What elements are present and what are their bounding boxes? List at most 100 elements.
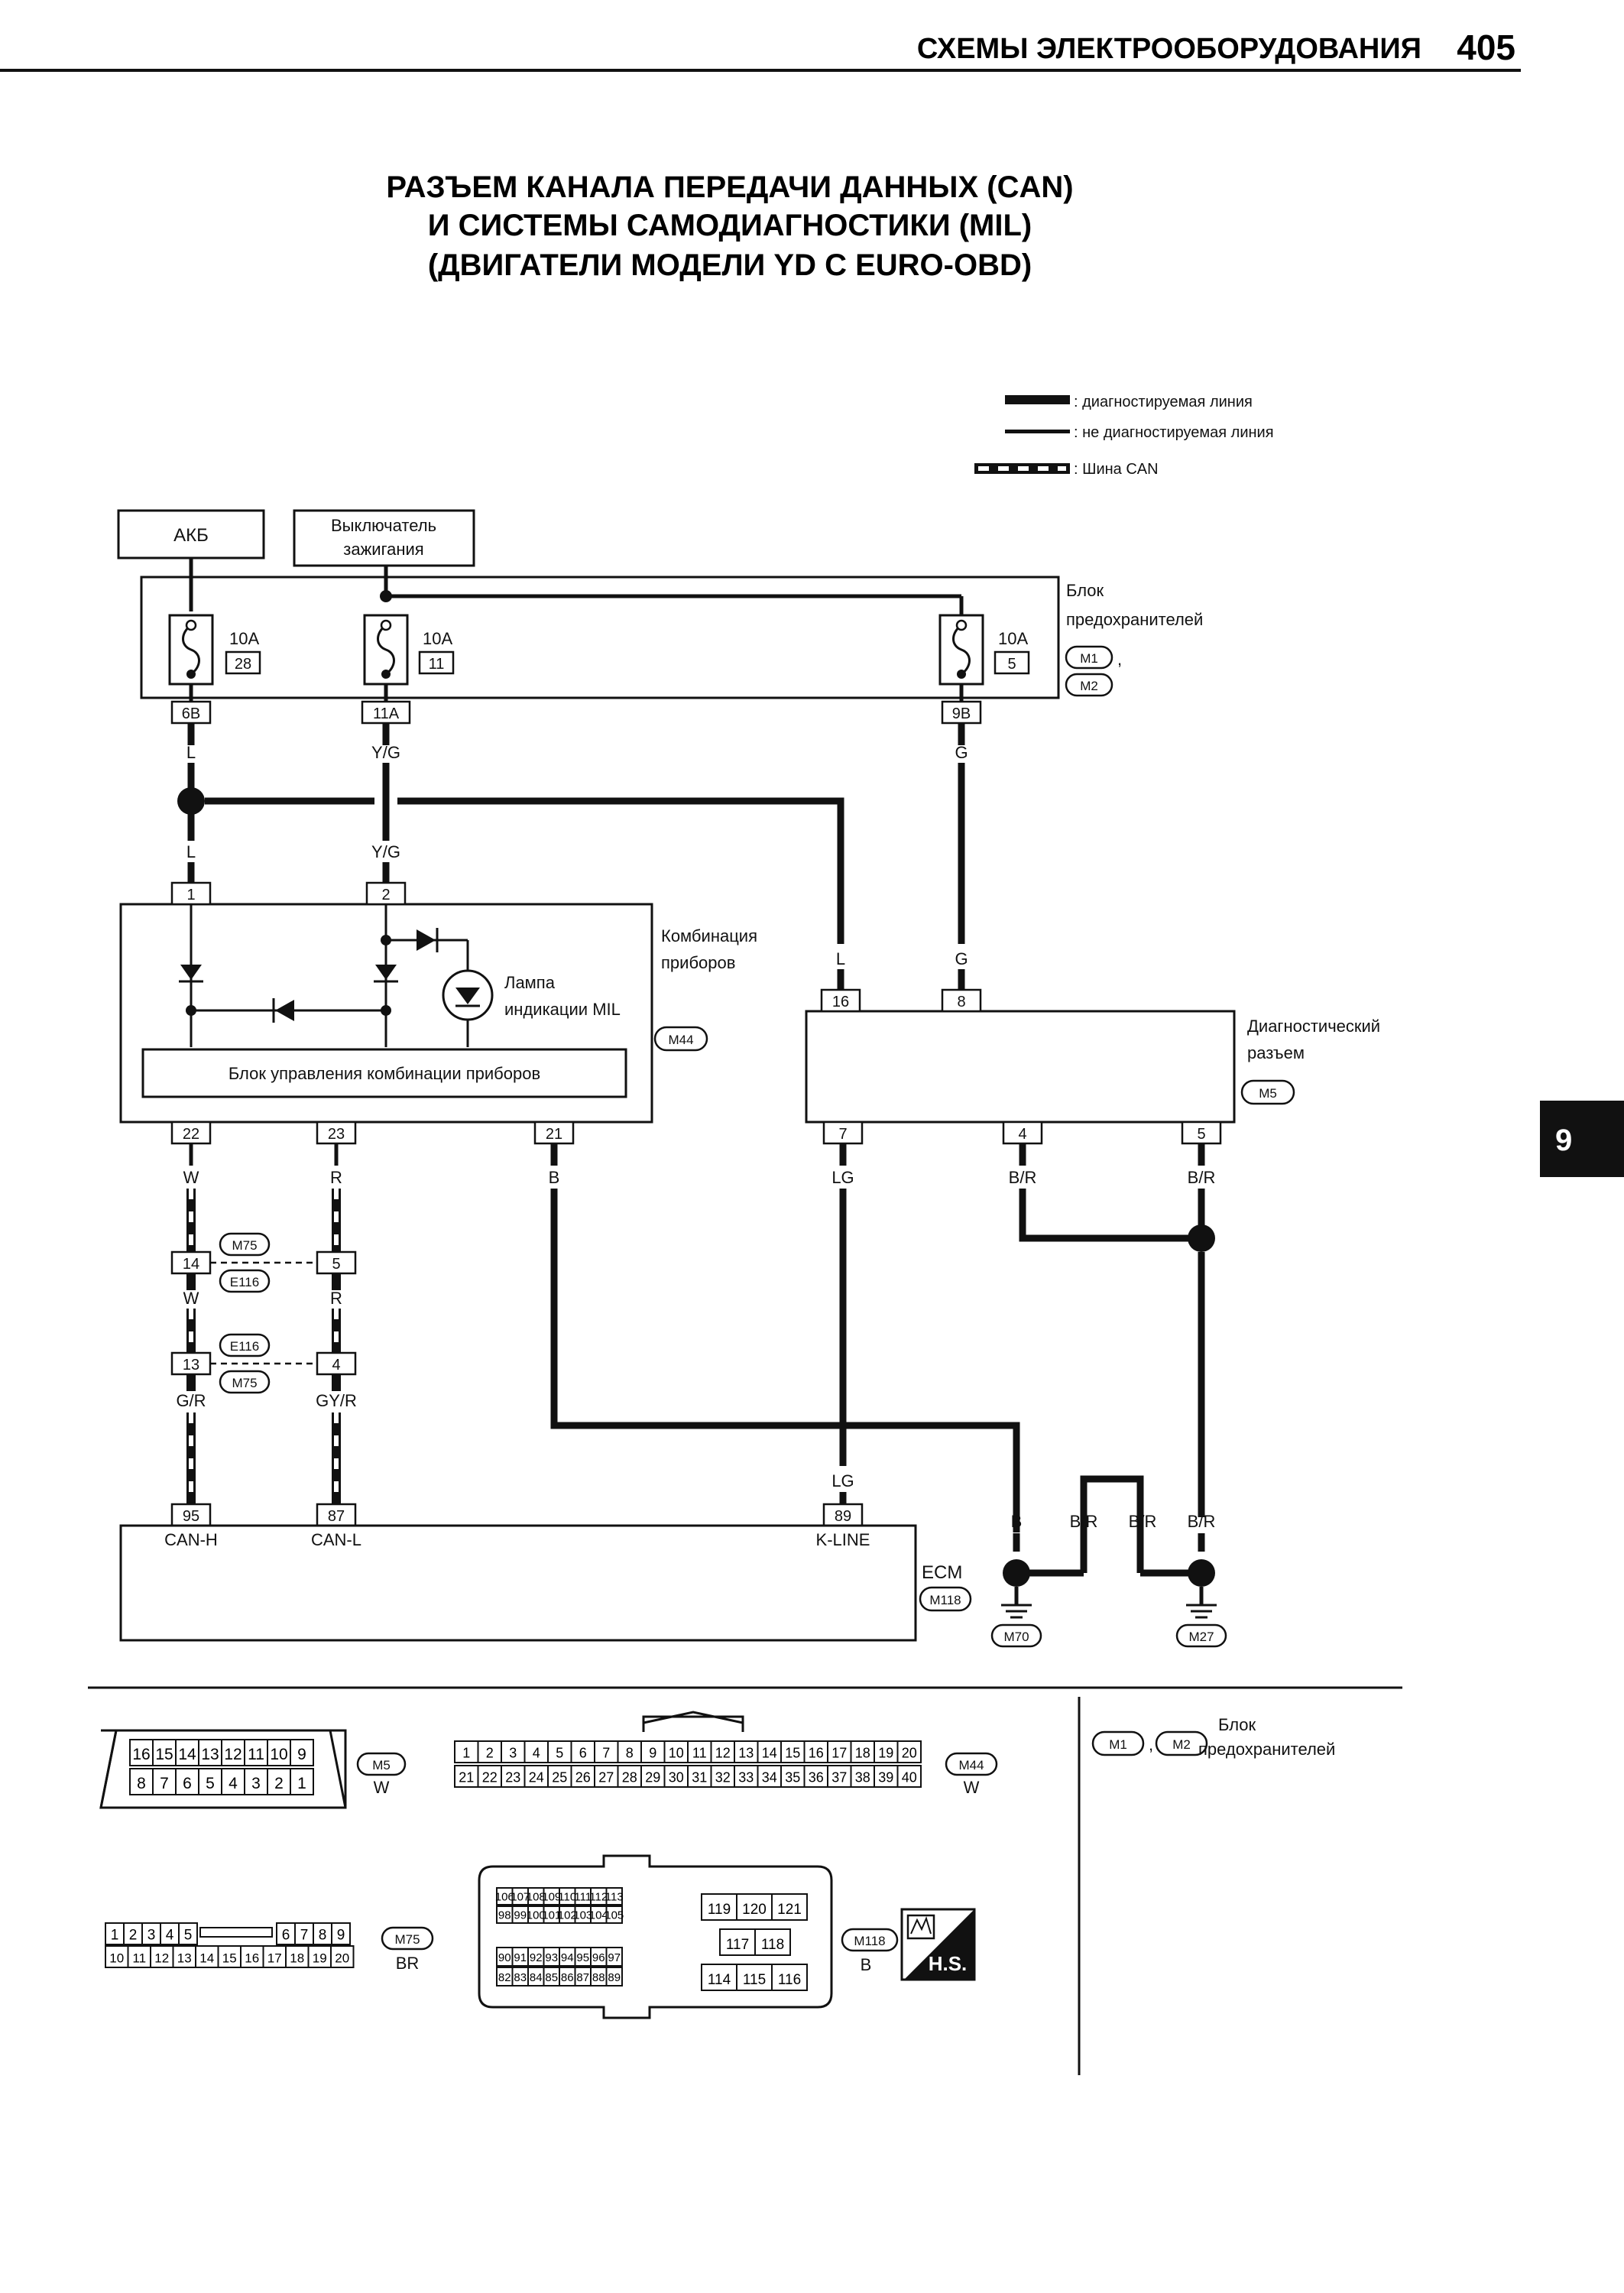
- fuse-note: M1 , M2 Блок предохранителей: [1091, 1715, 1335, 1759]
- svg-text:LG: LG: [831, 1471, 854, 1490]
- m118-cell-86: 86: [559, 1967, 576, 1987]
- title-line-3: (ДВИГАТЕЛИ МОДЕЛИ YD С EURO-OBD): [428, 248, 1032, 282]
- svg-text:16: 16: [245, 1951, 259, 1965]
- legend-diag-label: : диагностируемая линия: [1074, 394, 1253, 410]
- m118-cell-82: 82: [496, 1967, 514, 1987]
- m5-cell-13: 13: [198, 1739, 222, 1766]
- m44-cell-20: 20: [896, 1740, 922, 1763]
- svg-text:84: 84: [530, 1971, 543, 1984]
- ground-m27: M27: [1175, 1559, 1227, 1648]
- battery-box: [117, 509, 265, 559]
- m44-cell-2: 2: [477, 1740, 502, 1763]
- svg-text:7: 7: [160, 1775, 169, 1792]
- m44-cell-24: 24: [524, 1765, 549, 1788]
- legend-nondiag-swatch: [1005, 430, 1070, 433]
- svg-text:35: 35: [785, 1769, 800, 1785]
- svg-text:91: 91: [514, 1951, 527, 1964]
- m118-cell-118: 118: [754, 1928, 791, 1956]
- svg-text:88: 88: [592, 1971, 605, 1984]
- svg-text:7: 7: [838, 1126, 847, 1143]
- m44-cell-31: 31: [687, 1765, 712, 1788]
- pin-combo-23: 23: [316, 1121, 357, 1145]
- svg-text:29: 29: [645, 1769, 660, 1785]
- svg-text:24: 24: [529, 1769, 544, 1785]
- m5-cell-15: 15: [152, 1739, 177, 1766]
- svg-text:99: 99: [514, 1909, 527, 1922]
- svg-text:R: R: [330, 1289, 342, 1308]
- svg-text:17: 17: [831, 1745, 847, 1760]
- svg-text:Y/G: Y/G: [371, 743, 400, 762]
- legend-nondiag-label: : не диагностируемая линия: [1074, 424, 1274, 441]
- svg-text:M1: M1: [1080, 651, 1098, 666]
- m75-cell-1: 1: [105, 1922, 125, 1945]
- svg-text:112: 112: [589, 1891, 608, 1904]
- svg-text:2: 2: [381, 887, 390, 903]
- svg-text:CAN-L: CAN-L: [311, 1530, 361, 1549]
- svg-text:M75: M75: [232, 1238, 257, 1253]
- svg-text:19: 19: [878, 1745, 893, 1760]
- pin-diag-8: 8: [941, 988, 982, 1013]
- svg-text:7: 7: [602, 1745, 610, 1760]
- svg-text:107: 107: [511, 1891, 530, 1904]
- m44-cell-16: 16: [803, 1740, 828, 1763]
- svg-text:11: 11: [429, 656, 445, 673]
- m44-cell-9: 9: [640, 1740, 666, 1763]
- title-line-2: И СИСТЕМЫ САМОДИАГНОСТИКИ (MIL): [428, 209, 1032, 242]
- m118-cell-105: 105: [605, 1905, 624, 1924]
- fuse-block-label-1: Блок: [1066, 581, 1104, 600]
- ignition-box: [293, 509, 475, 567]
- m5-cell-10: 10: [267, 1739, 291, 1766]
- svg-text:14: 14: [762, 1745, 777, 1760]
- m75-cell-7: 7: [294, 1922, 314, 1945]
- jc-5: 5: [316, 1250, 357, 1275]
- m44-cell-32: 32: [710, 1765, 735, 1788]
- svg-text:6: 6: [579, 1745, 587, 1760]
- svg-text:28: 28: [235, 656, 251, 673]
- svg-text:M2: M2: [1172, 1737, 1191, 1752]
- svg-text:LG: LG: [831, 1168, 854, 1187]
- svg-text:B: B: [1011, 1512, 1023, 1531]
- svg-text:83: 83: [514, 1971, 527, 1984]
- svg-text:31: 31: [692, 1769, 707, 1785]
- svg-text:R: R: [330, 1168, 342, 1187]
- svg-text:22: 22: [183, 1126, 199, 1143]
- m5-cell-12: 12: [221, 1739, 245, 1766]
- m5-cell-14: 14: [175, 1739, 199, 1766]
- svg-text:1: 1: [462, 1745, 470, 1760]
- svg-text:121: 121: [777, 1902, 802, 1918]
- svg-text:G: G: [955, 743, 968, 762]
- m118-cell-91: 91: [511, 1947, 529, 1967]
- svg-text:2: 2: [274, 1775, 284, 1792]
- pin-ecm-87: 87: [316, 1503, 357, 1527]
- svg-text:38: 38: [855, 1769, 870, 1785]
- fuse-11: 10A 11: [363, 614, 455, 686]
- svg-text:14: 14: [183, 1256, 199, 1273]
- svg-text:12: 12: [224, 1746, 241, 1763]
- m5-cell-5: 5: [198, 1768, 222, 1795]
- m118-cell-117: 117: [719, 1928, 756, 1956]
- jc-code-m75-b: M75: [219, 1370, 271, 1394]
- svg-text:87: 87: [576, 1971, 589, 1984]
- svg-text:B/R: B/R: [1129, 1512, 1157, 1531]
- m44-cell-29: 29: [640, 1765, 666, 1788]
- m44-cell-17: 17: [827, 1740, 852, 1763]
- svg-text:M118: M118: [929, 1593, 961, 1607]
- svg-text:23: 23: [505, 1769, 520, 1785]
- m118-cell-100: 100: [527, 1905, 546, 1924]
- m118-cell-119: 119: [701, 1893, 737, 1921]
- m5-cell-2: 2: [267, 1768, 291, 1795]
- m44-cell-33: 33: [734, 1765, 759, 1788]
- m75-cell-4: 4: [160, 1922, 180, 1945]
- svg-text:10A: 10A: [229, 629, 259, 648]
- chapter-tab-number: 9: [1555, 1124, 1572, 1157]
- svg-text:6: 6: [282, 1927, 290, 1943]
- combo-control-unit: [141, 1048, 627, 1098]
- m44-cell-34: 34: [757, 1765, 782, 1788]
- svg-text:8: 8: [137, 1775, 146, 1792]
- svg-text:Y/G: Y/G: [371, 842, 400, 861]
- m44-cell-8: 8: [617, 1740, 642, 1763]
- pin-11A: 11A: [361, 700, 411, 725]
- svg-text:86: 86: [561, 1971, 574, 1984]
- svg-text:13: 13: [183, 1357, 199, 1374]
